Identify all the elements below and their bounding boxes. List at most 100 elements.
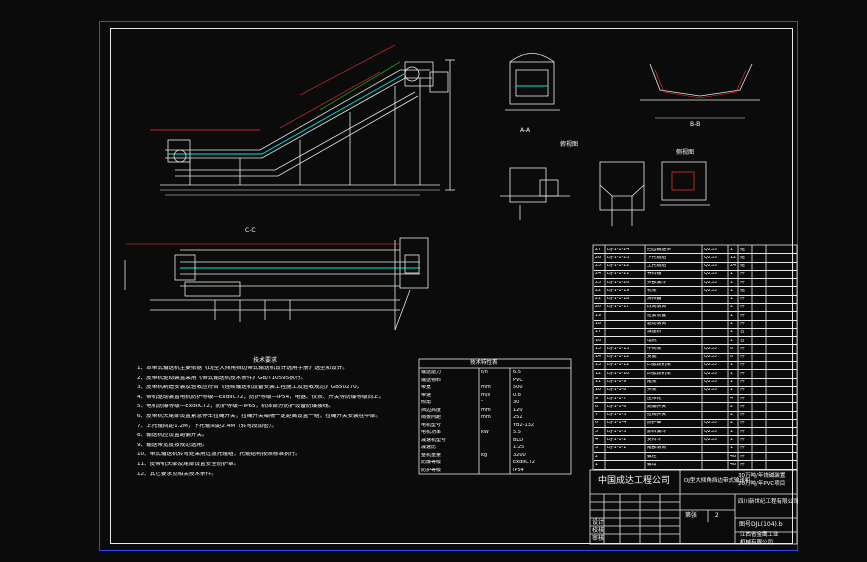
tech-table-title: 技术特性表 [470,360,498,366]
sheet-label: 第张 [685,512,698,519]
notes-list: 1、本带式输送机主要依据《DJ型大倾角挡边带式输送机设计选用手册》选型和设计。 … [137,366,409,481]
tech-table-cell: 隔板间距 [421,415,442,420]
section-label-a: A-A [520,127,531,134]
parts-list-cell: 1 [595,462,599,467]
parts-list-cell: 23 [595,280,602,285]
parts-list-cell: DJ-1-1-21 [607,272,630,277]
parts-list-cell: Q235 [704,363,717,368]
parts-list-cell: 头架 [647,388,657,393]
tech-table-cell: ExdIICT2 [513,460,535,465]
parts-list-cell: Q235 [704,247,717,252]
parts-list-cell: 组 [740,288,745,293]
parts-list-cell: 18 [595,322,602,327]
tech-table-cell: 0.8 [513,392,521,398]
parts-list-cell: Q235 [704,264,717,269]
note-line: 2、皮带机驱动装置采用《带式输送机技术条件》GB/T10595执行。 [137,375,307,381]
parts-list-cell: DJ-1-1-7 [607,396,627,401]
parts-list-cell: 22 [595,288,602,293]
tech-table-cell: 防爆等级 [421,460,442,465]
parts-list-cell: 1 [730,429,734,434]
sheet-number: 2 [715,512,719,519]
parts-list-cell: Q235 [704,280,717,285]
incline-conveyor-elevation [150,44,455,196]
parts-list-cell: 19 [595,313,602,318]
parts-list-cell: 件 [740,396,745,401]
project-line-1: 30万吨/年烧碱装置 [738,473,786,479]
parts-list-cell: 件 [740,413,745,418]
tech-table-cell: 电机型号 [421,422,442,428]
tech-table-row: 隔板间距 mm 252 [421,414,571,422]
parts-list-cell: 12 [595,371,602,376]
parts-list-cell: 尾部滚筒 [647,446,667,451]
parts-list-cell: 跑偏开关 [647,404,667,409]
tech-table-cell: 减速机型号 [421,437,447,443]
tech-table-grid [418,358,572,475]
parts-list-cell: 2 [730,305,734,310]
tech-table-cell: PVC [513,377,523,383]
parts-list-cell: DJ-1-1-12 [607,355,630,360]
parts-list-cell: 件 [740,305,745,310]
parts-list-cell: 驱动滚筒 [647,322,667,327]
tech-table-cell: 252 [513,415,523,420]
parts-list-cell: 螺母 [647,462,657,467]
parts-list-cell: 6 [730,346,734,351]
tech-table-cell: mm [481,415,491,420]
parts-list-cell: 件 [740,380,745,384]
parts-list-cell: 1 [730,437,734,442]
parts-list-cell: 2 [730,404,734,409]
parts-list-grid [592,244,798,471]
parts-list-cell: 24 [730,264,737,269]
note-line: 11、皮带机头部及尾部设置安全防护罩。 [137,461,240,467]
parts-list-cell: DJ-1-1-9 [607,380,627,384]
parts-list-cell: 件 [740,446,745,451]
parts-list-cell: DJ-1-1-10 [607,371,630,376]
parts-list-cell: 件 [740,421,745,426]
parts-list-cell: 10 [595,388,602,393]
parts-list-cell: 1 [730,338,734,343]
parts-list-cell: 1 [730,322,734,327]
parts-list-cell: 螺栓 [647,454,657,459]
parts-list-cell: 1 [730,380,734,384]
tech-table-cell: BLD [513,437,524,443]
section-views-top [500,53,760,226]
note-line: 1、本带式输送机主要依据《DJ型大倾角挡边带式输送机设计选用手册》选型和设计。 [137,366,348,371]
section-label-b: B-B [690,121,701,128]
parts-list-cell: 减速机 [647,330,662,335]
row-label-check: 校核 [592,527,605,534]
parts-list-cell: 9 [595,396,599,401]
tech-table-cell: 输送能力 [421,370,442,375]
parts-list-cell: 件 [740,355,745,360]
parts-list-cell: 电机 [647,338,657,343]
tech-table-cell: 带速 [421,392,432,398]
parts-list-cell: 1 [730,297,734,302]
tech-table-cell: IP54 [513,467,524,473]
parts-list-cell: 凹弧段机架 [647,371,671,376]
parts-list-cell: DJ-1-1-22 [607,264,630,269]
parts-list-cell: 导料槽 [647,272,662,277]
parts-list-cell: 1 [730,330,734,335]
note-line: 5、电机防爆等级—ExdIICT2，防护等级—IP65，机体部分防护设备防爆接线… [137,404,334,410]
parts-list-cell: DJ-1-1-24 [607,247,630,252]
parts-list-cell: 件 [740,429,745,434]
tech-table-cell: 3200 [513,452,526,458]
note-line: 12、其它要求见相关技术条件。 [137,471,217,477]
parts-list-cell: 25 [595,264,602,269]
